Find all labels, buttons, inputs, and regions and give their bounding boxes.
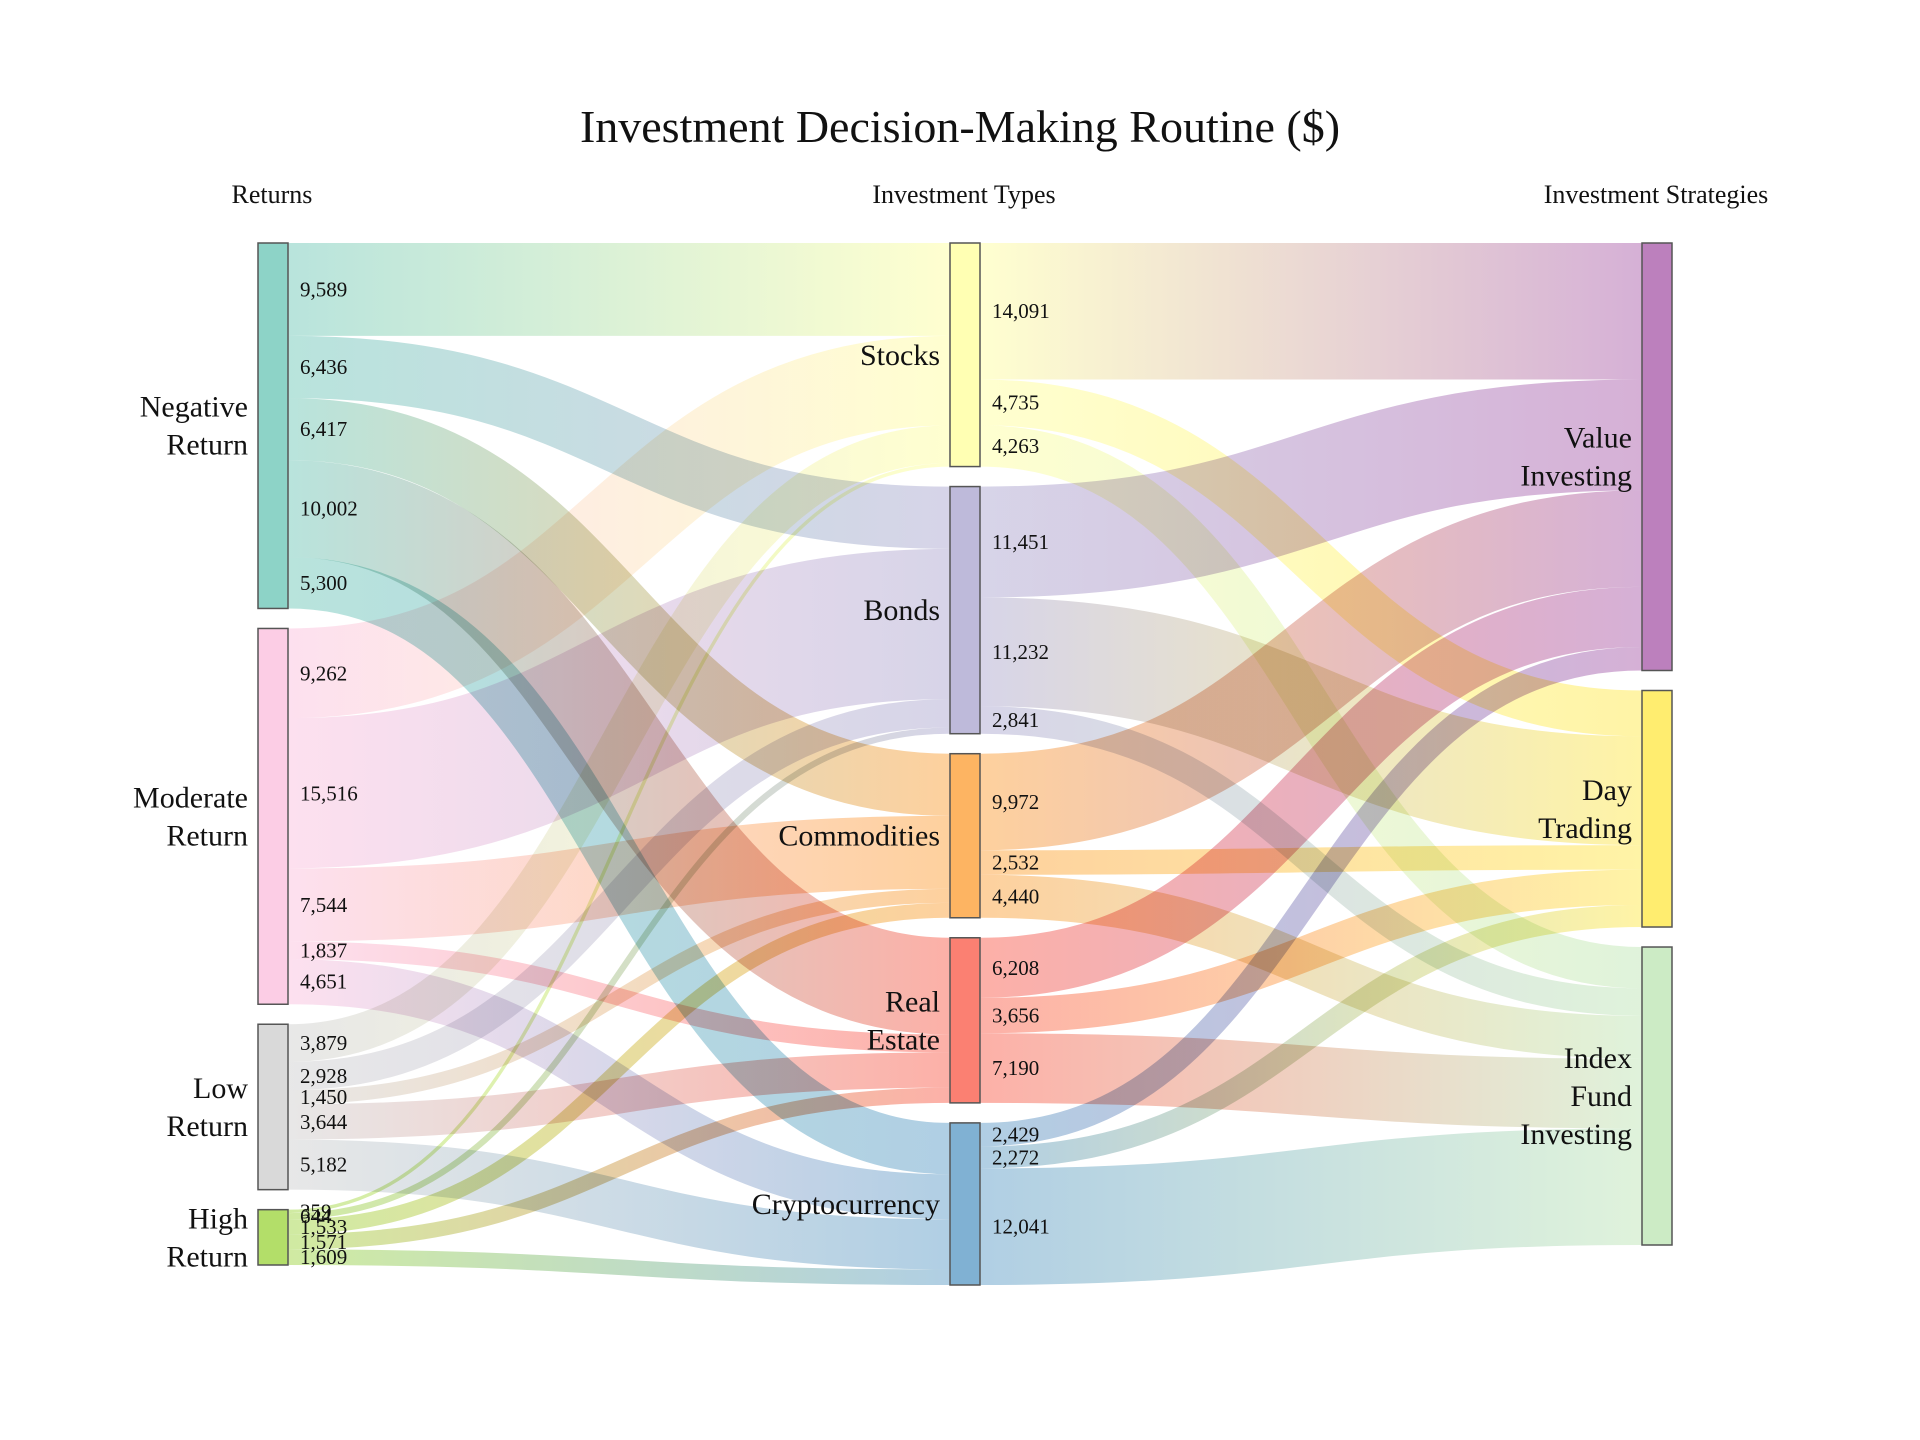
node-label-moderate-return: Moderate [133, 781, 248, 814]
flow-label-stk-to-val: 14,091 [992, 299, 1050, 323]
node-label-stocks: Stocks [860, 339, 940, 372]
node-value-investing [1641, 242, 1673, 672]
column-title-investment-strategies: Investment Strategies [1544, 180, 1769, 209]
flow-label-neg-to-stk: 9,589 [300, 277, 347, 301]
node-moderate-return [257, 627, 289, 1005]
node-label-day-trading: Day [1582, 774, 1632, 807]
flow-label-com-to-day: 2,532 [992, 851, 1039, 875]
node-label-day-trading: Trading [1538, 812, 1632, 845]
flow-label-mod-to-bnd: 15,516 [300, 781, 358, 805]
link-high-to-cry [287, 1249, 951, 1285]
flow-label-cry-to-idx: 12,041 [992, 1215, 1050, 1239]
node-real-estate [949, 937, 981, 1104]
node-label-index-fund-investing: Fund [1570, 1080, 1632, 1113]
link-high-to-com [287, 902, 951, 1235]
flow-label-re-to-idx: 7,190 [992, 1056, 1039, 1080]
node-label-high-return: Return [166, 1240, 248, 1273]
flow-label-com-to-idx: 4,440 [992, 884, 1039, 908]
node-labels-layer: NegativeReturnModerateReturnLowReturnHig… [133, 339, 1632, 1274]
flow-label-neg-to-re: 10,002 [300, 497, 358, 521]
node-label-cryptocurrency: Cryptocurrency [752, 1188, 940, 1221]
flow-label-neg-to-bnd: 6,436 [300, 355, 347, 379]
flow-label-low-to-com: 1,450 [300, 1085, 347, 1109]
flow-label-high-to-stk: 359 [300, 1199, 332, 1223]
flow-label-neg-to-com: 6,417 [300, 417, 347, 441]
flow-labels-layer: 9,589 6,436 6,417 10,002 5,300 9,262 15,516 7,5… [300, 277, 1050, 1269]
link-com-to-day [979, 845, 1643, 875]
node-label-high-return: High [188, 1202, 248, 1235]
link-mod-to-stk [287, 335, 951, 719]
node-label-value-investing: Value [1564, 422, 1632, 455]
link-high-to-stk [287, 463, 951, 1214]
links-layer [286, 242, 1643, 1286]
link-re-to-idx [979, 1033, 1643, 1129]
node-label-moderate-return: Return [166, 819, 248, 852]
link-cry-to-day [979, 905, 1643, 1169]
link-high-to-bnd [287, 727, 951, 1220]
link-neg-to-com [287, 398, 951, 816]
node-label-real-estate: Estate [867, 1023, 940, 1056]
flow-label-high-to-re: 1,571 [300, 1230, 347, 1254]
flow-label-low-to-cry: 5,182 [300, 1153, 347, 1177]
link-low-to-com [287, 888, 951, 1105]
link-low-to-bnd [287, 699, 951, 1091]
flow-label-mod-to-re: 1,837 [300, 938, 347, 962]
flow-label-mod-to-stk: 9,262 [300, 661, 347, 685]
node-label-value-investing: Investing [1520, 460, 1632, 493]
flow-label-mod-to-cry: 4,651 [300, 970, 347, 994]
nodes-layer [257, 242, 1673, 1286]
link-low-to-stk [287, 425, 951, 1062]
link-high-to-re [287, 1087, 951, 1250]
node-negative-return [257, 242, 289, 610]
flow-label-re-to-day: 3,656 [992, 1004, 1039, 1028]
flow-label-re-to-val: 6,208 [992, 956, 1039, 980]
node-label-negative-return: Return [166, 429, 248, 462]
flow-label-stk-to-idx: 4,263 [992, 434, 1039, 458]
flow-label-high-to-bnd: 644 [300, 1204, 332, 1228]
node-label-index-fund-investing: Investing [1520, 1118, 1632, 1151]
node-stocks [949, 242, 981, 468]
chart-title: Investment Decision-Making Routine ($) [580, 101, 1340, 152]
node-day-trading [1641, 689, 1673, 928]
flow-label-stk-to-day: 4,735 [992, 390, 1039, 414]
node-label-bonds: Bonds [863, 594, 940, 627]
flow-label-cry-to-day: 2,272 [992, 1145, 1039, 1169]
link-low-to-re [287, 1052, 951, 1140]
node-index-fund-investing [1641, 946, 1673, 1246]
flow-label-bnd-to-idx: 2,841 [992, 708, 1039, 732]
node-label-negative-return: Negative [140, 391, 248, 424]
node-cryptocurrency [949, 1122, 981, 1286]
node-label-low-return: Return [166, 1110, 248, 1143]
flow-label-cry-to-val: 2,429 [992, 1123, 1039, 1147]
link-cry-to-idx [979, 1128, 1643, 1286]
node-low-return [257, 1023, 289, 1191]
column-title-returns: Returns [232, 180, 313, 209]
node-high-return [257, 1208, 289, 1266]
column-title-investment-types: Investment Types [872, 180, 1055, 209]
flow-label-low-to-bnd: 2,928 [300, 1064, 347, 1088]
link-bnd-to-val [979, 379, 1643, 598]
node-bonds [949, 485, 981, 735]
flow-label-high-to-com: 1,533 [300, 1215, 347, 1239]
node-label-low-return: Low [193, 1072, 248, 1105]
flow-label-high-to-cry: 1,609 [300, 1245, 347, 1269]
node-commodities [949, 752, 981, 919]
link-neg-to-bnd [287, 335, 951, 549]
link-cry-to-val [979, 646, 1643, 1147]
flow-label-mod-to-com: 7,544 [300, 893, 348, 917]
node-label-commodities: Commodities [778, 820, 940, 853]
link-com-to-val [979, 490, 1643, 851]
flow-label-com-to-val: 9,972 [992, 790, 1039, 814]
flow-label-neg-to-cry: 5,300 [300, 571, 347, 595]
flow-label-bnd-to-day: 11,232 [992, 640, 1049, 664]
flow-label-low-to-re: 3,644 [300, 1110, 348, 1134]
flow-label-low-to-stk: 3,879 [300, 1031, 347, 1055]
node-label-index-fund-investing: Index [1564, 1042, 1632, 1075]
link-re-to-day [979, 869, 1643, 1034]
flow-label-bnd-to-val: 11,451 [992, 530, 1049, 554]
node-label-real-estate: Real [885, 985, 940, 1018]
link-re-to-val [979, 586, 1643, 998]
